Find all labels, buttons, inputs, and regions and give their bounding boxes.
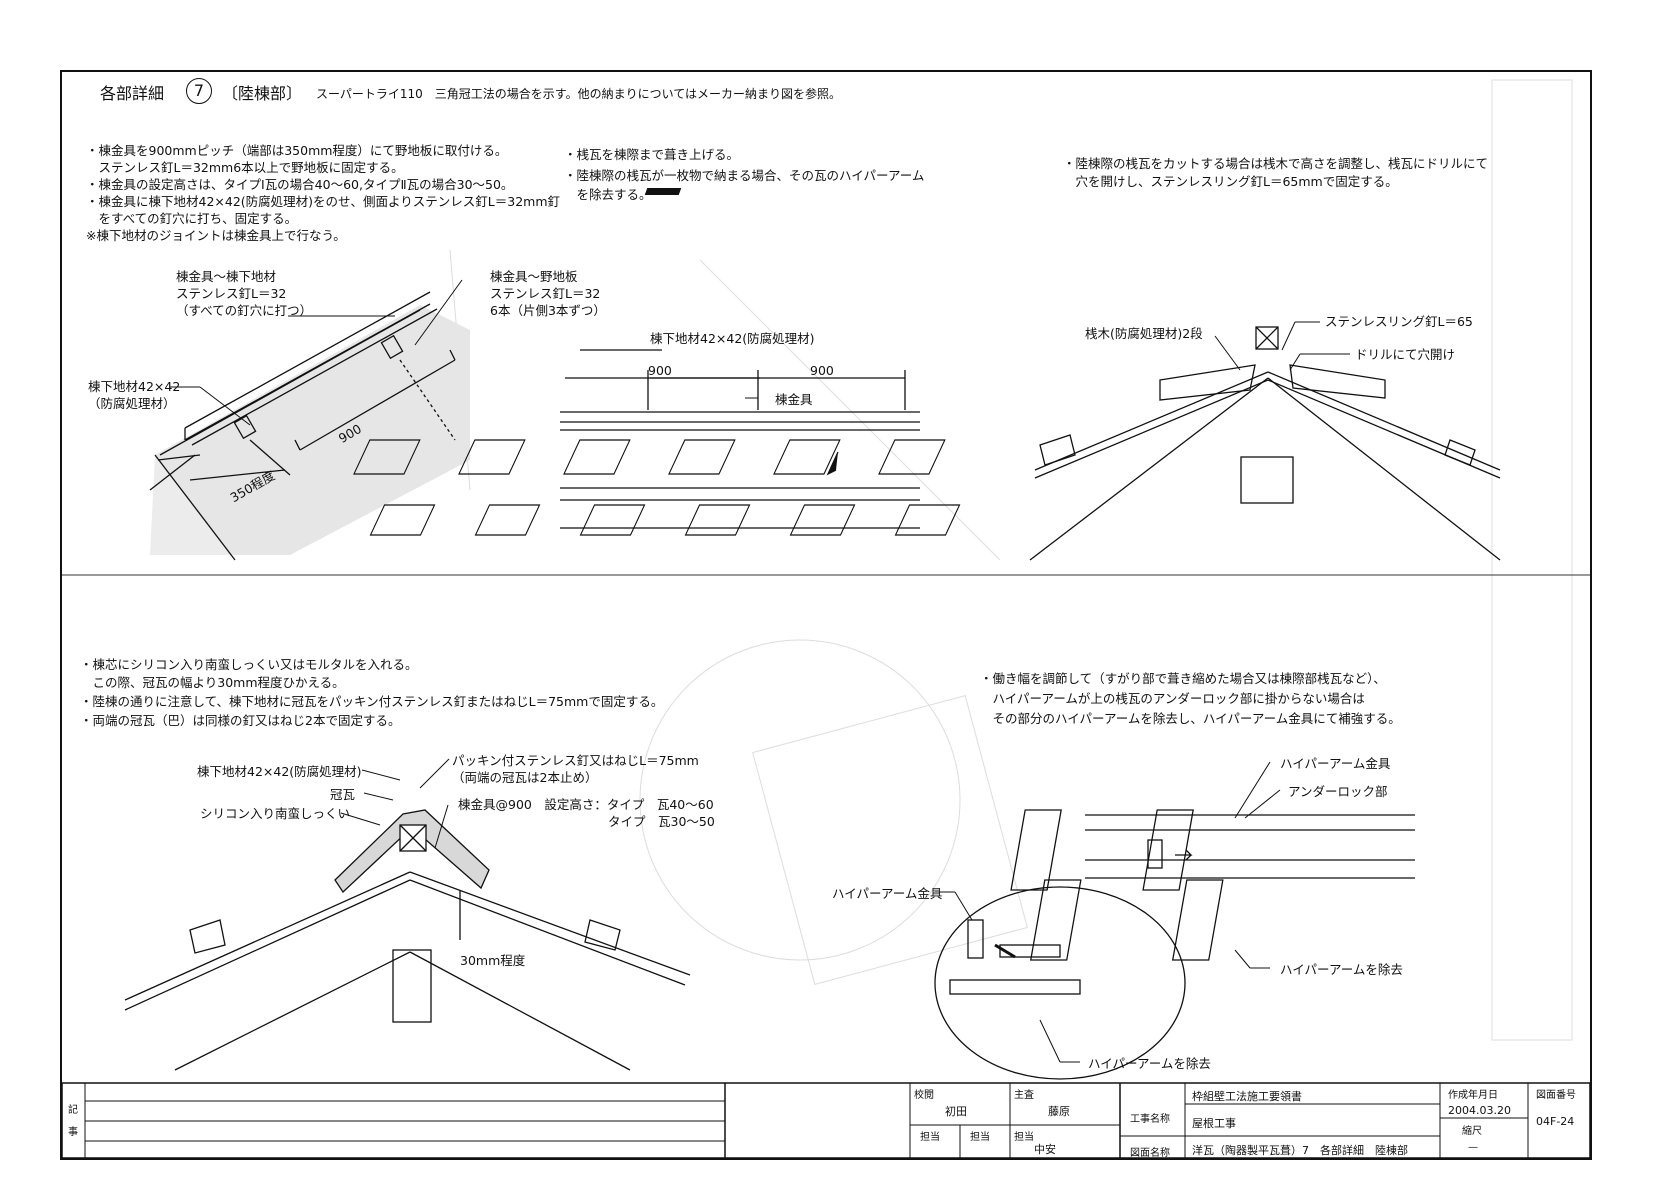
panel5-label-underlock: アンダーロック部	[1288, 784, 1388, 799]
panel4-note-1: ・棟芯にシリコン入り南蛮しっくい又はモルタルを入れる。	[80, 657, 418, 672]
panel1-note-4: ・棟金具に棟下地材42×42(防腐処理材)をのせ、側面よりステンレス釘L＝32m…	[86, 194, 561, 209]
panel1-label-a: 棟金具～棟下地材 ステンレス釘L＝32 （すべての釘穴に打つ）	[176, 269, 313, 318]
panel4-label-nail: パッキン付ステンレス釘又はねじL＝75mm （両端の冠瓦は2本止め）	[452, 753, 699, 785]
title-staff-label-1: 担当	[920, 1132, 940, 1143]
panel5-diagram	[934, 809, 1415, 1080]
header-description: スーパートライ110 三角冠工法の場合を示す。他の納まりについてはメーカー納まり…	[316, 87, 841, 101]
panel3-diagram	[1029, 326, 1501, 561]
title-drawing-label: 図面名称	[1130, 1148, 1170, 1159]
panel2-dim-left: 900	[648, 363, 672, 378]
header-title: 各部詳細	[100, 84, 165, 103]
panel4-label-substrate: 棟下地材42×42(防腐処理材)	[197, 764, 362, 779]
leader-lines	[170, 279, 1350, 1063]
title-checked-by: 初田	[945, 1105, 967, 1118]
title-drawing-name: 洋瓦（陶器製平瓦葺）7 各部詳細 陸棟部	[1192, 1144, 1408, 1157]
title-scale: —	[1468, 1142, 1478, 1153]
panel1-diagram	[149, 291, 470, 561]
panel4-note-2: この際、冠瓦の幅より30mm程度ひかえる。	[80, 675, 345, 690]
panel2-note-1: ・桟瓦を棟際まで葺き上げる。	[564, 147, 740, 162]
title-remarks-label: 記事	[68, 1105, 78, 1138]
title-chief-label: 主査	[1014, 1090, 1034, 1101]
panel5-label-remove: ハイパーアームを除去	[1280, 962, 1403, 977]
title-checked-label: 校閲	[914, 1090, 934, 1101]
title-number: 04F-24	[1536, 1115, 1575, 1128]
header-section: 〔陸棟部〕	[222, 84, 303, 103]
panel2-label-kanagu: 棟金具	[775, 392, 813, 407]
title-work-name: 屋根工事	[1192, 1117, 1236, 1130]
title-staff-label-3: 担当	[1014, 1132, 1034, 1143]
panel1-note-6: ※棟下地材のジョイントは棟金具上で行なう。	[86, 228, 346, 243]
title-chief-by: 藤原	[1048, 1105, 1070, 1118]
panel4-label-kanagu: 棟金具@900 設定高さ：タイプ 瓦40～60 タイプ 瓦30～50	[458, 797, 715, 829]
panel2-note-3: を除去する。	[564, 187, 652, 202]
bleed-through-lines	[449, 79, 1573, 1041]
title-project-name: 枠組壁工法施工要領書	[1192, 1090, 1302, 1103]
title-block-grid	[61, 1082, 1591, 1159]
panel4-label-silicon: シリコン入り南蛮しっくい	[200, 806, 351, 821]
panel1-label-c: 棟下地材42×42 （防腐処理材）	[88, 379, 181, 411]
panel1-note-2: ステンレス釘L＝32mm6本以上で野地板に固定する。	[86, 160, 404, 175]
drawing-sheet	[60, 70, 1592, 1160]
title-project-label: 工事名称	[1130, 1114, 1170, 1125]
panel5-label-remove2: ハイパーアームを除去	[1088, 1056, 1211, 1071]
title-date: 2004.03.20	[1448, 1104, 1511, 1117]
panel5-note-1: ・働き幅を調節して（すがり部で葺き縮めた場合又は棟際部桟瓦など）、	[980, 671, 1386, 686]
panel5-note-3: その部分のハイパーアームを除去し、ハイパーアーム金具にて補強する。	[980, 711, 1401, 726]
panel3-note-1: ・陸棟際の桟瓦をカットする場合は桟木で高さを調整し、桟瓦にドリルにて	[1063, 156, 1489, 171]
panel4-note-4: ・両端の冠瓦（巴）は同様の釘又はねじ2本で固定する。	[80, 713, 401, 728]
panel3-label-drill: ドリルにて穴開け	[1355, 347, 1456, 362]
panel2-label-substrate: 棟下地材42×42(防腐処理材)	[650, 331, 815, 346]
panel3-note-2: 穴を開けし、ステンレスリング釘L＝65mmで固定する。	[1063, 174, 1398, 189]
panel2-dim-right: 900	[810, 363, 834, 378]
panel1-note-5: をすべての釘穴に打ち、固定する。	[86, 211, 298, 226]
panel3-label-sangi: 桟木(防腐処理材)2段	[1085, 326, 1203, 341]
header-number: 7	[186, 78, 212, 104]
title-scale-label: 縮尺	[1462, 1126, 1482, 1137]
panel2-note-2: ・陸棟際の桟瓦が一枚物で納まる場合、その瓦のハイパーアーム	[564, 168, 925, 183]
title-staff-label-2: 担当	[970, 1132, 990, 1143]
title-date-label: 作成年月日	[1448, 1090, 1498, 1101]
panel5-note-2: ハイパーアームが上の桟瓦のアンダーロック部に掛からない場合は	[980, 691, 1365, 706]
panel4-label-30mm: 30mm程度	[460, 953, 526, 968]
panel2-diagram	[353, 349, 961, 536]
panel1-label-b: 棟金具～野地板 ステンレス釘L＝32 6本（片側3本ずつ）	[490, 269, 606, 318]
title-staff-by: 中安	[1034, 1143, 1056, 1156]
panel1-note-1: ・棟金具を900mmピッチ（端部は350mm程度）にて野地板に取付ける。	[86, 143, 508, 158]
panel3-label-ring: ステンレスリング釘L＝65	[1325, 314, 1473, 329]
panel4-note-3: ・陸棟の通りに注意して、棟下地材に冠瓦をパッキン付ステンレス釘またはねじL＝75…	[80, 694, 664, 709]
tile-arrow-icon	[644, 188, 682, 195]
panel4-diagram	[124, 809, 691, 1071]
panel1-note-3: ・棟金具の設定高さは、タイプⅠ瓦の場合40～60,タイプⅡ瓦の場合30～50。	[86, 177, 514, 192]
panel5-label-hyper-kanagu: ハイパーアーム金具	[1280, 756, 1391, 771]
panel5-label-hyper-kanagu2: ハイパーアーム金具	[832, 886, 943, 901]
panel4-label-kanmuri: 冠瓦	[330, 787, 356, 802]
title-number-label: 図面番号	[1536, 1090, 1576, 1101]
